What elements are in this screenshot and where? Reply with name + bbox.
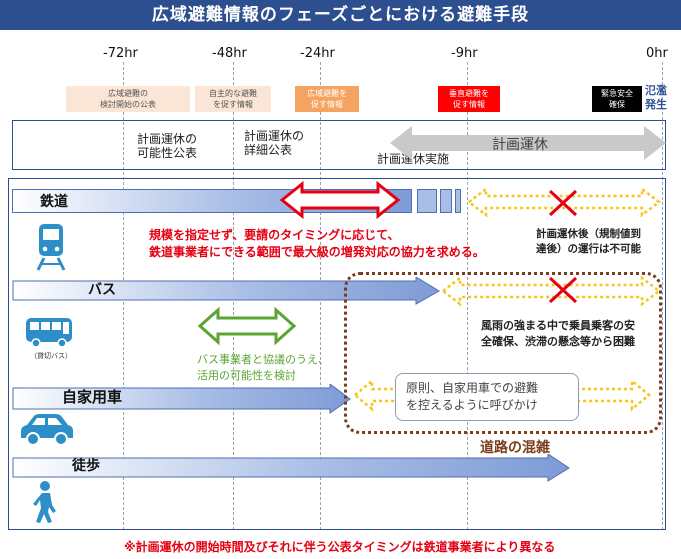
bus-risk-note: 風雨の強まる中で乗員乗客の安 全確保、渋滞の懸念等から困難 bbox=[481, 319, 635, 348]
bus-bar bbox=[12, 277, 440, 305]
bus-icon bbox=[26, 318, 72, 348]
rail-red-double-arrow bbox=[279, 180, 401, 220]
car-dotted-arrow bbox=[353, 378, 651, 412]
car-bar bbox=[12, 384, 351, 414]
phase-vertical: 垂直避難を 促す情報 bbox=[438, 86, 500, 112]
time-label-9: -9hr bbox=[451, 46, 478, 61]
footnote: ※計画運休の開始時間及びそれに伴う公表タイミングは鉄道事業者により異なる bbox=[124, 540, 556, 554]
plan-implement-note: 計画運休実施 bbox=[377, 152, 450, 166]
time-label-48: -48hr bbox=[212, 46, 247, 61]
rail-block-1 bbox=[417, 189, 437, 213]
bus-dotted-arrow bbox=[440, 275, 662, 307]
phase-voluntary: 自主的な避難 を促す情報 bbox=[195, 86, 271, 112]
modes-section-box bbox=[8, 178, 666, 530]
phase-emergency: 緊急安全 確保 bbox=[592, 86, 642, 112]
page-title: 広域避難情報のフェーズごとにおける避難手段 bbox=[0, 0, 681, 30]
phase-review-start: 広域避難の 検討開始の公表 bbox=[66, 86, 190, 112]
bus-icon-caption: （貸切バス） bbox=[30, 352, 72, 360]
walker-icon bbox=[33, 481, 56, 523]
bus-cross-icon bbox=[548, 276, 578, 304]
plan-suspension-arrow bbox=[390, 126, 666, 160]
guide-line-0 bbox=[662, 62, 663, 530]
guide-line-9 bbox=[467, 62, 468, 530]
rail-dotted-arrow bbox=[466, 186, 662, 218]
time-label-0: 0hr bbox=[646, 46, 668, 61]
time-label-72: -72hr bbox=[103, 46, 138, 61]
plan-detail-note: 計画運休の 詳細公表 bbox=[244, 129, 305, 157]
car-refrain-callout: 原則、自家用車での避難 を控えるように呼びかけ bbox=[395, 373, 579, 421]
rail-block-2 bbox=[440, 189, 452, 213]
mode-car-label: 自家用車 bbox=[62, 388, 123, 406]
mode-bus-label: バス bbox=[88, 282, 116, 298]
flood-label: 氾濫 発生 bbox=[645, 84, 667, 111]
rail-after-note: 計画運休後（規制値到 達後）の運行は不可能 bbox=[536, 228, 641, 255]
walk-bar bbox=[12, 454, 570, 482]
congestion-frame bbox=[344, 272, 662, 434]
train-icon bbox=[36, 224, 66, 271]
rail-request-note: 規模を指定せず、要請のタイミングに応じて、 鉄道事業者にできる範囲で最大級の増発… bbox=[149, 228, 485, 259]
bus-consult-note: バス事業者と協議のうえ、 活用の可能性を検討 bbox=[197, 353, 329, 382]
plan-possibility-note: 計画運休の 可能性公表 bbox=[137, 132, 198, 160]
plan-section-box bbox=[12, 120, 666, 170]
phase-wide-area: 広域避難を 促す情報 bbox=[295, 86, 359, 112]
congestion-label: 道路の混雑 bbox=[480, 440, 550, 456]
time-label-24: -24hr bbox=[300, 46, 335, 61]
bus-green-double-arrow bbox=[197, 306, 297, 346]
mode-walk-label: 徒歩 bbox=[72, 458, 100, 474]
car-icon bbox=[21, 414, 73, 446]
plan-suspension-label: 計画運休 bbox=[492, 137, 548, 153]
mode-rail-label: 鉄道 bbox=[40, 194, 68, 210]
rail-block-3 bbox=[455, 189, 461, 213]
rail-cross-icon bbox=[548, 189, 578, 217]
